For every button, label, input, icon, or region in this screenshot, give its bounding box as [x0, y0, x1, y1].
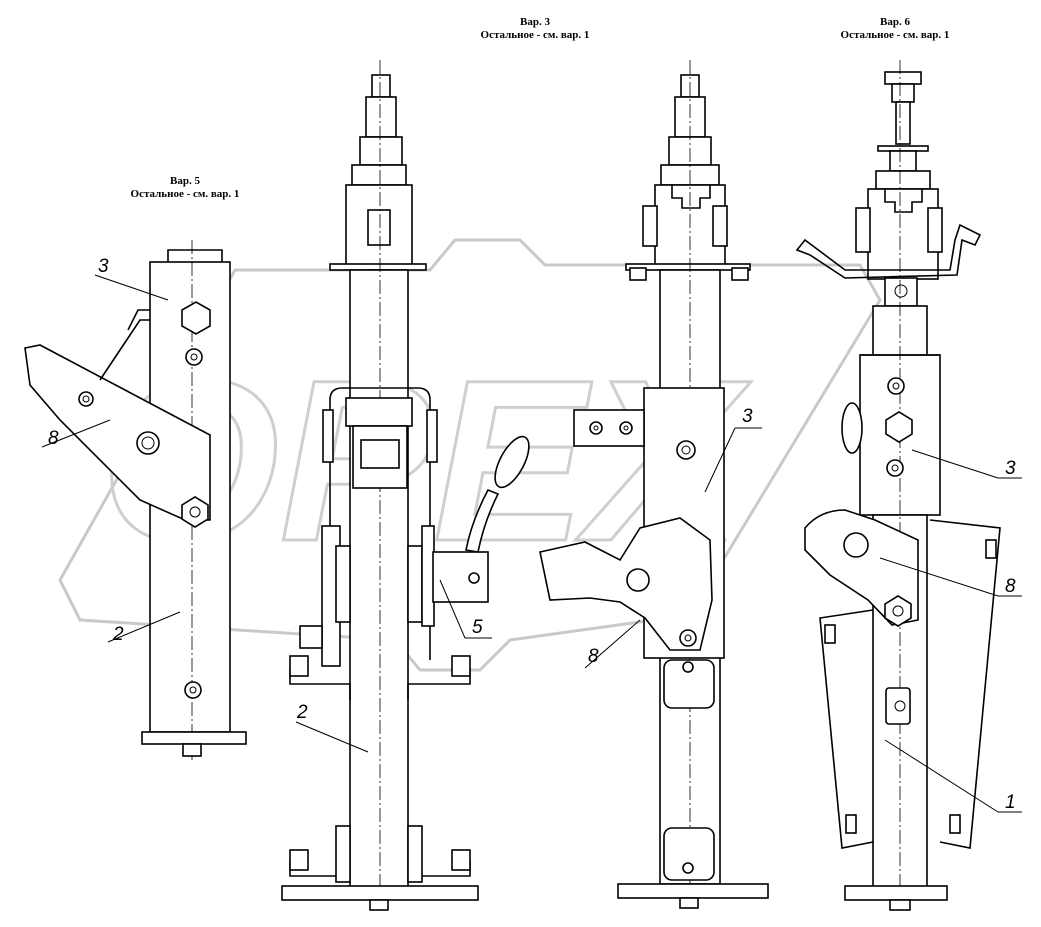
callout-v6-8: 8	[1005, 576, 1016, 597]
caption-var5: Вар. 5 Остальное - см. вар. 1	[105, 175, 265, 201]
caption-var6-note: Остальное - см. вар. 1	[840, 29, 950, 41]
caption-var3-note: Остальное - см. вар. 1	[480, 29, 590, 41]
caption-var6: Вар. 6 Остальное - см. вар. 1	[815, 16, 975, 42]
callout-v1-5: 5	[472, 617, 483, 638]
view-var5: 3 8 2	[24, 240, 247, 760]
caption-var6-title: Вар. 6	[880, 16, 910, 28]
callout-v6-3: 3	[1005, 458, 1016, 479]
callout-v6-1: 1	[1005, 792, 1016, 813]
view-var3: 3 8	[539, 60, 769, 909]
view-var6: 3 8 1	[795, 60, 1022, 911]
view-var1: 5 2	[281, 60, 530, 911]
callout-v3-3: 3	[742, 406, 753, 427]
callout-v5-2: 2	[112, 624, 124, 645]
caption-var3-title: Вар. 3	[520, 16, 550, 28]
callout-v5-3: 3	[98, 256, 109, 277]
callout-v1-2: 2	[296, 702, 308, 723]
caption-var3: Вар. 3 Остальное - см. вар. 1	[455, 16, 615, 42]
caption-var5-title: Вар. 5	[170, 175, 200, 187]
callout-v5-8: 8	[48, 428, 59, 449]
caption-var5-note: Остальное - см. вар. 1	[130, 188, 240, 200]
callout-v3-8: 8	[588, 646, 599, 667]
